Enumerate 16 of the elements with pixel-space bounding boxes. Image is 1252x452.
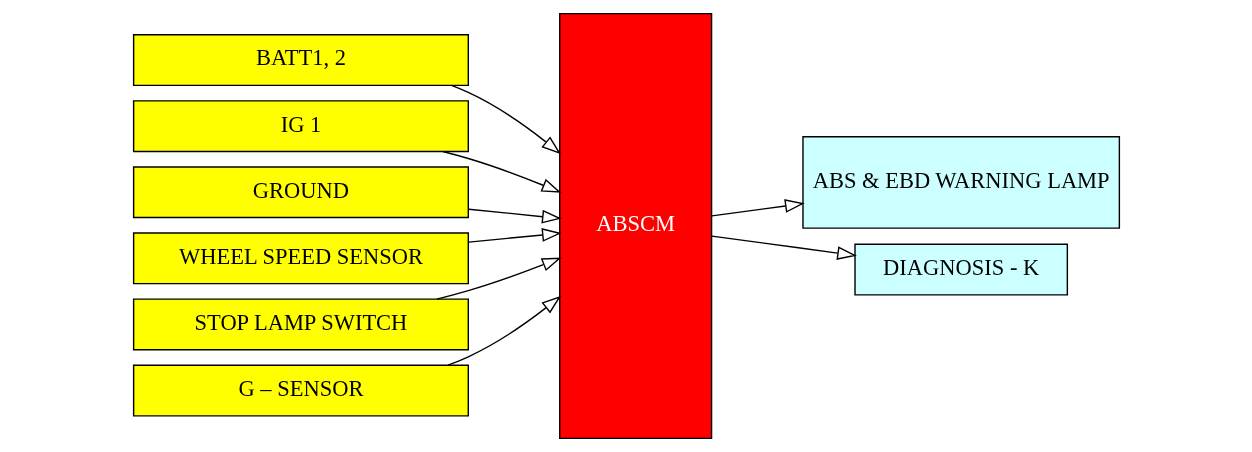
node-box: ABS & EBD WARNING LAMP [801,136,1120,229]
arrow [467,208,562,224]
arrow [710,199,805,217]
node-box: ABSCM [558,12,712,440]
node-box: BATT1, 2 [132,34,469,87]
node-box: G – SENSOR [132,364,469,417]
node-box: STOP LAMP SWITCH [132,298,469,351]
node-box: GROUND [132,166,469,219]
arrow [710,235,857,260]
node-box: DIAGNOSIS - K [853,243,1068,296]
node-box: IG 1 [132,100,469,153]
arrow [446,295,561,366]
arrow [441,150,561,193]
node-box: WHEEL SPEED SENSOR [132,232,469,285]
arrow [467,228,562,243]
arrow [450,84,561,155]
